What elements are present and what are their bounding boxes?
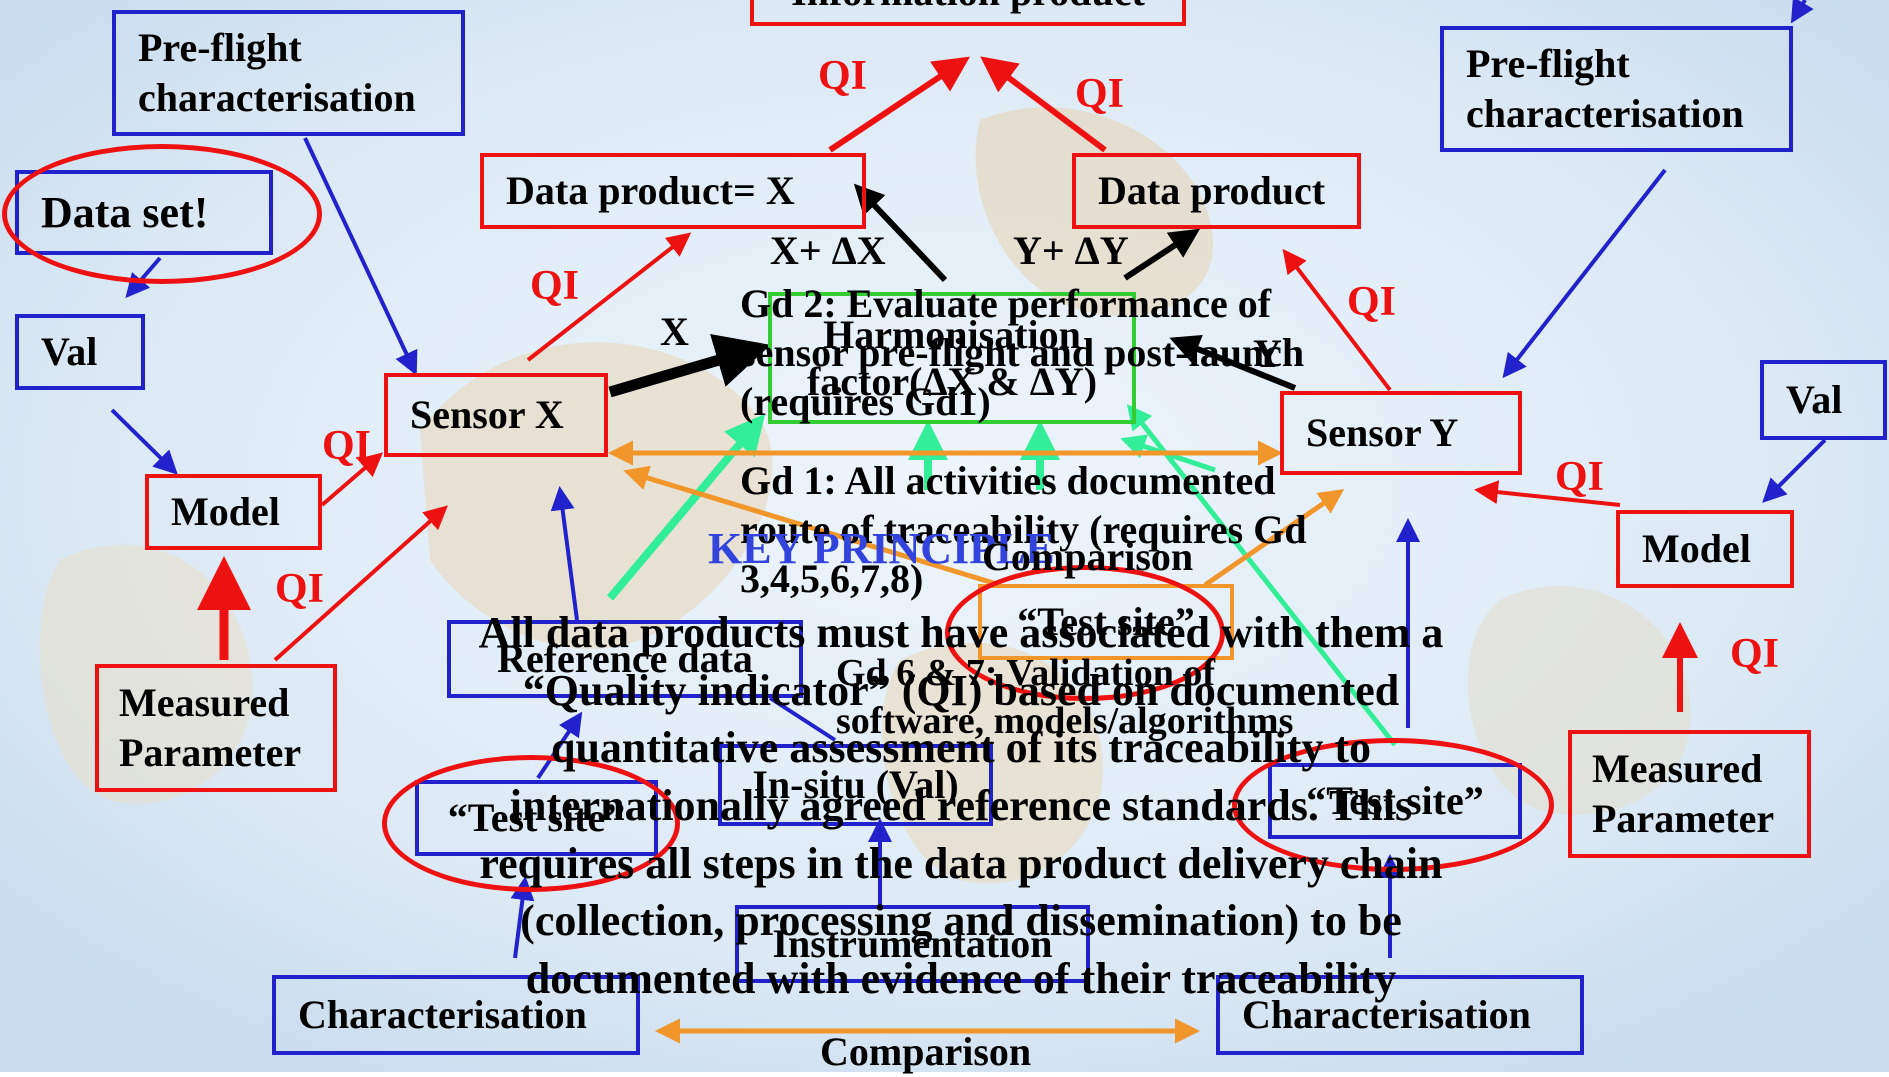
right-measured-parameter-box: Measured Parameter	[1568, 730, 1811, 858]
gd1-line3: 3,4,5,6,7,8)	[740, 555, 924, 601]
gd67-line1: Gd 6 & 7: Validation of	[836, 652, 1216, 694]
principle-line: “Quality indicator” (QI) based on docume…	[522, 665, 1400, 715]
key-principle-label: KEY PRINCIPLE	[708, 524, 1055, 573]
left-val-label: Val	[41, 329, 98, 374]
principle-line: All data products must have associated w…	[478, 608, 1444, 657]
data-set-ellipse	[2, 144, 322, 284]
right-measured-line1: Measured	[1592, 746, 1763, 791]
principle-line: requires all steps in the data product d…	[479, 838, 1443, 888]
qi-label: QI	[1347, 279, 1397, 325]
gd2-line3: (requires Gd1)	[740, 378, 991, 424]
data-product-x-label: Data product= X	[506, 168, 795, 213]
left-measured-parameter-box: Measured Parameter	[95, 664, 337, 792]
harmonisation-line1: Harmonisation	[823, 311, 1081, 357]
qi-label: QI	[1075, 71, 1125, 117]
qi-label: QI	[275, 566, 325, 612]
right-characterisation-label: Characterisation	[1242, 992, 1531, 1037]
left-measured-line1: Measured	[119, 680, 290, 725]
gd2-line1: Gd 2: Evaluate performance of	[740, 281, 1272, 326]
comparison-bottom-label: Comparison	[820, 1029, 1032, 1074]
right-model-box: Model	[1616, 510, 1794, 588]
data-product-x-box: Data product= X	[480, 153, 866, 229]
harmonisation-line2: factor(ΔX & ΔY)	[806, 359, 1098, 404]
left-characterisation-box: Characterisation	[272, 975, 640, 1055]
data-product-y-box: Data product	[1072, 153, 1361, 229]
right-measured-line2: Parameter	[1592, 796, 1775, 841]
right-model-label: Model	[1642, 526, 1751, 571]
gd2-line2: sensor pre-flight and post-launch	[740, 329, 1305, 375]
delta-y-label: Y+ ΔY	[1013, 228, 1129, 273]
sensor-y-box: Sensor Y	[1280, 391, 1522, 475]
comparison-mid-label: Comparison	[982, 534, 1194, 579]
instrumentation-label: Instrumentation	[772, 921, 1053, 966]
y-arrow-label: Y	[1253, 331, 1282, 376]
mid-test-site-ellipse	[945, 565, 1225, 701]
data-product-y-label: Data product	[1098, 168, 1326, 213]
insitu-label: In-situ (Val)	[752, 762, 959, 807]
reference-data-label: Reference data	[497, 636, 753, 681]
right-characterisation-box: Characterisation	[1216, 975, 1584, 1055]
left-preflight-box: Pre-flight characterisation	[112, 10, 465, 136]
principle-line: quantitative assessment of its traceabil…	[550, 723, 1371, 773]
delta-x-label: X+ ΔX	[770, 228, 886, 273]
right-val-box: Val	[1760, 360, 1887, 440]
right-preflight-box: Pre-flight characterisation	[1440, 26, 1793, 152]
principle-line: internationally agreed reference standar…	[509, 780, 1413, 830]
reference-data-box: Reference data	[447, 620, 803, 698]
gd2-text: Gd 2: Evaluate performance of sensor pre…	[740, 280, 1304, 426]
left-model-label: Model	[171, 489, 280, 534]
gd67-text: Gd 6 & 7: Validation of software, models…	[836, 650, 1293, 745]
instrumentation-box: Instrumentation	[735, 905, 1090, 983]
sensor-x-box: Sensor X	[384, 373, 608, 457]
left-test-site-ellipse	[382, 755, 680, 892]
left-characterisation-label: Characterisation	[298, 992, 587, 1037]
left-preflight-line2: characterisation	[138, 75, 416, 120]
x-arrow-label: X	[660, 309, 689, 354]
information-product-label: Information product	[791, 0, 1145, 17]
gd1-text: Gd 1: All activities documented route of…	[740, 457, 1307, 603]
information-product-box: Information product	[750, 0, 1186, 26]
qi-label: QI	[322, 423, 372, 469]
harmonisation-box: Harmonisation factor(ΔX & ΔY)	[768, 292, 1136, 424]
gd67-line2: software, models/algorithms	[836, 699, 1294, 742]
right-test-site-ellipse	[1232, 738, 1554, 872]
right-val-label: Val	[1786, 377, 1843, 422]
qi-label: QI	[1555, 454, 1605, 500]
right-preflight-line2: characterisation	[1466, 91, 1744, 136]
principle-text: All data products must have associated w…	[433, 604, 1489, 1007]
right-preflight-line1: Pre-flight	[1466, 41, 1630, 86]
sensor-x-label: Sensor X	[410, 392, 564, 437]
qi-label: QI	[530, 263, 580, 309]
qi-label: QI	[1730, 631, 1780, 677]
left-measured-line2: Parameter	[119, 730, 302, 775]
principle-line: (collection, processing and disseminatio…	[520, 896, 1402, 946]
left-val-box: Val	[15, 314, 145, 390]
sensor-y-label: Sensor Y	[1306, 410, 1459, 455]
insitu-box: In-situ (Val)	[718, 744, 993, 826]
gd1-line1: Gd 1: All activities documented	[740, 458, 1276, 503]
left-model-box: Model	[145, 474, 322, 550]
gd1-line2: route of traceability (requires Gd	[740, 506, 1307, 552]
left-preflight-line1: Pre-flight	[138, 25, 302, 70]
principle-line: documented with evidence of their tracea…	[525, 953, 1397, 1003]
qi-label: QI	[818, 53, 868, 99]
